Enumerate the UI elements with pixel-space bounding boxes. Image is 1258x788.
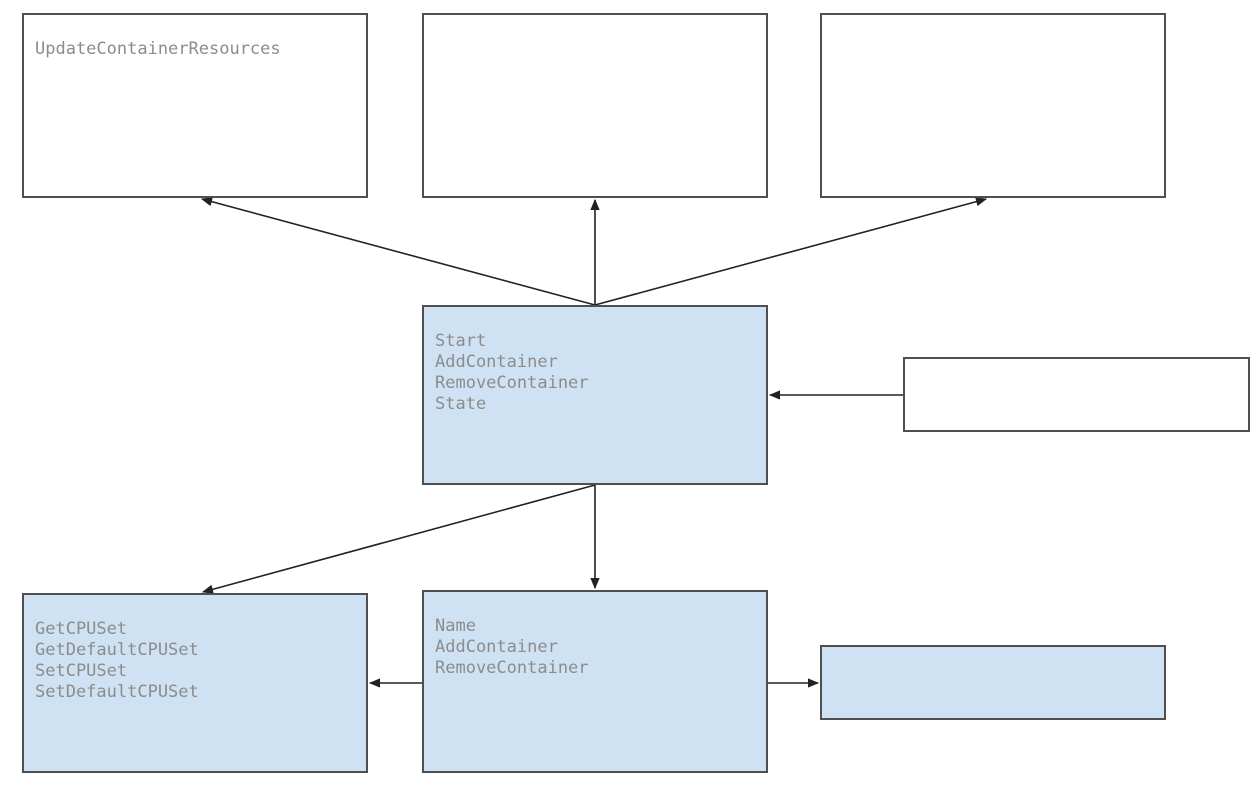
node-method: RemoveContainer bbox=[435, 373, 589, 393]
node-method: Start bbox=[435, 331, 487, 351]
node-method: SetDefaultCPUSet bbox=[35, 682, 199, 702]
edge-manager-to-state bbox=[201, 484, 596, 594]
node-method: UpdateContainerResources bbox=[35, 39, 281, 59]
node-method: GetDefaultCPUSet bbox=[35, 640, 199, 660]
node-method: RemoveContainer bbox=[435, 658, 589, 678]
node-method-list: UpdateContainerResources bbox=[35, 39, 366, 60]
node-method: Name bbox=[435, 616, 476, 636]
node-method: GetCPUSet bbox=[35, 619, 128, 639]
edge-manager-to-containerRuntimeService bbox=[200, 197, 596, 306]
node-method: SetCPUSet bbox=[35, 661, 128, 681]
node-podStatusProvider[interactable] bbox=[422, 13, 768, 198]
node-method: AddContainer bbox=[435, 352, 558, 372]
node-activePodsFunc[interactable] bbox=[820, 13, 1166, 198]
node-method: AddContainer bbox=[435, 637, 558, 657]
edge-manager-to-activePodsFunc bbox=[594, 197, 988, 306]
node-kubeGenericRuntime[interactable] bbox=[903, 357, 1250, 432]
node-containerRuntimeService[interactable]: UpdateContainerResources bbox=[22, 13, 368, 198]
node-method: State bbox=[435, 394, 487, 414]
node-topologyTopology[interactable] bbox=[820, 645, 1166, 720]
